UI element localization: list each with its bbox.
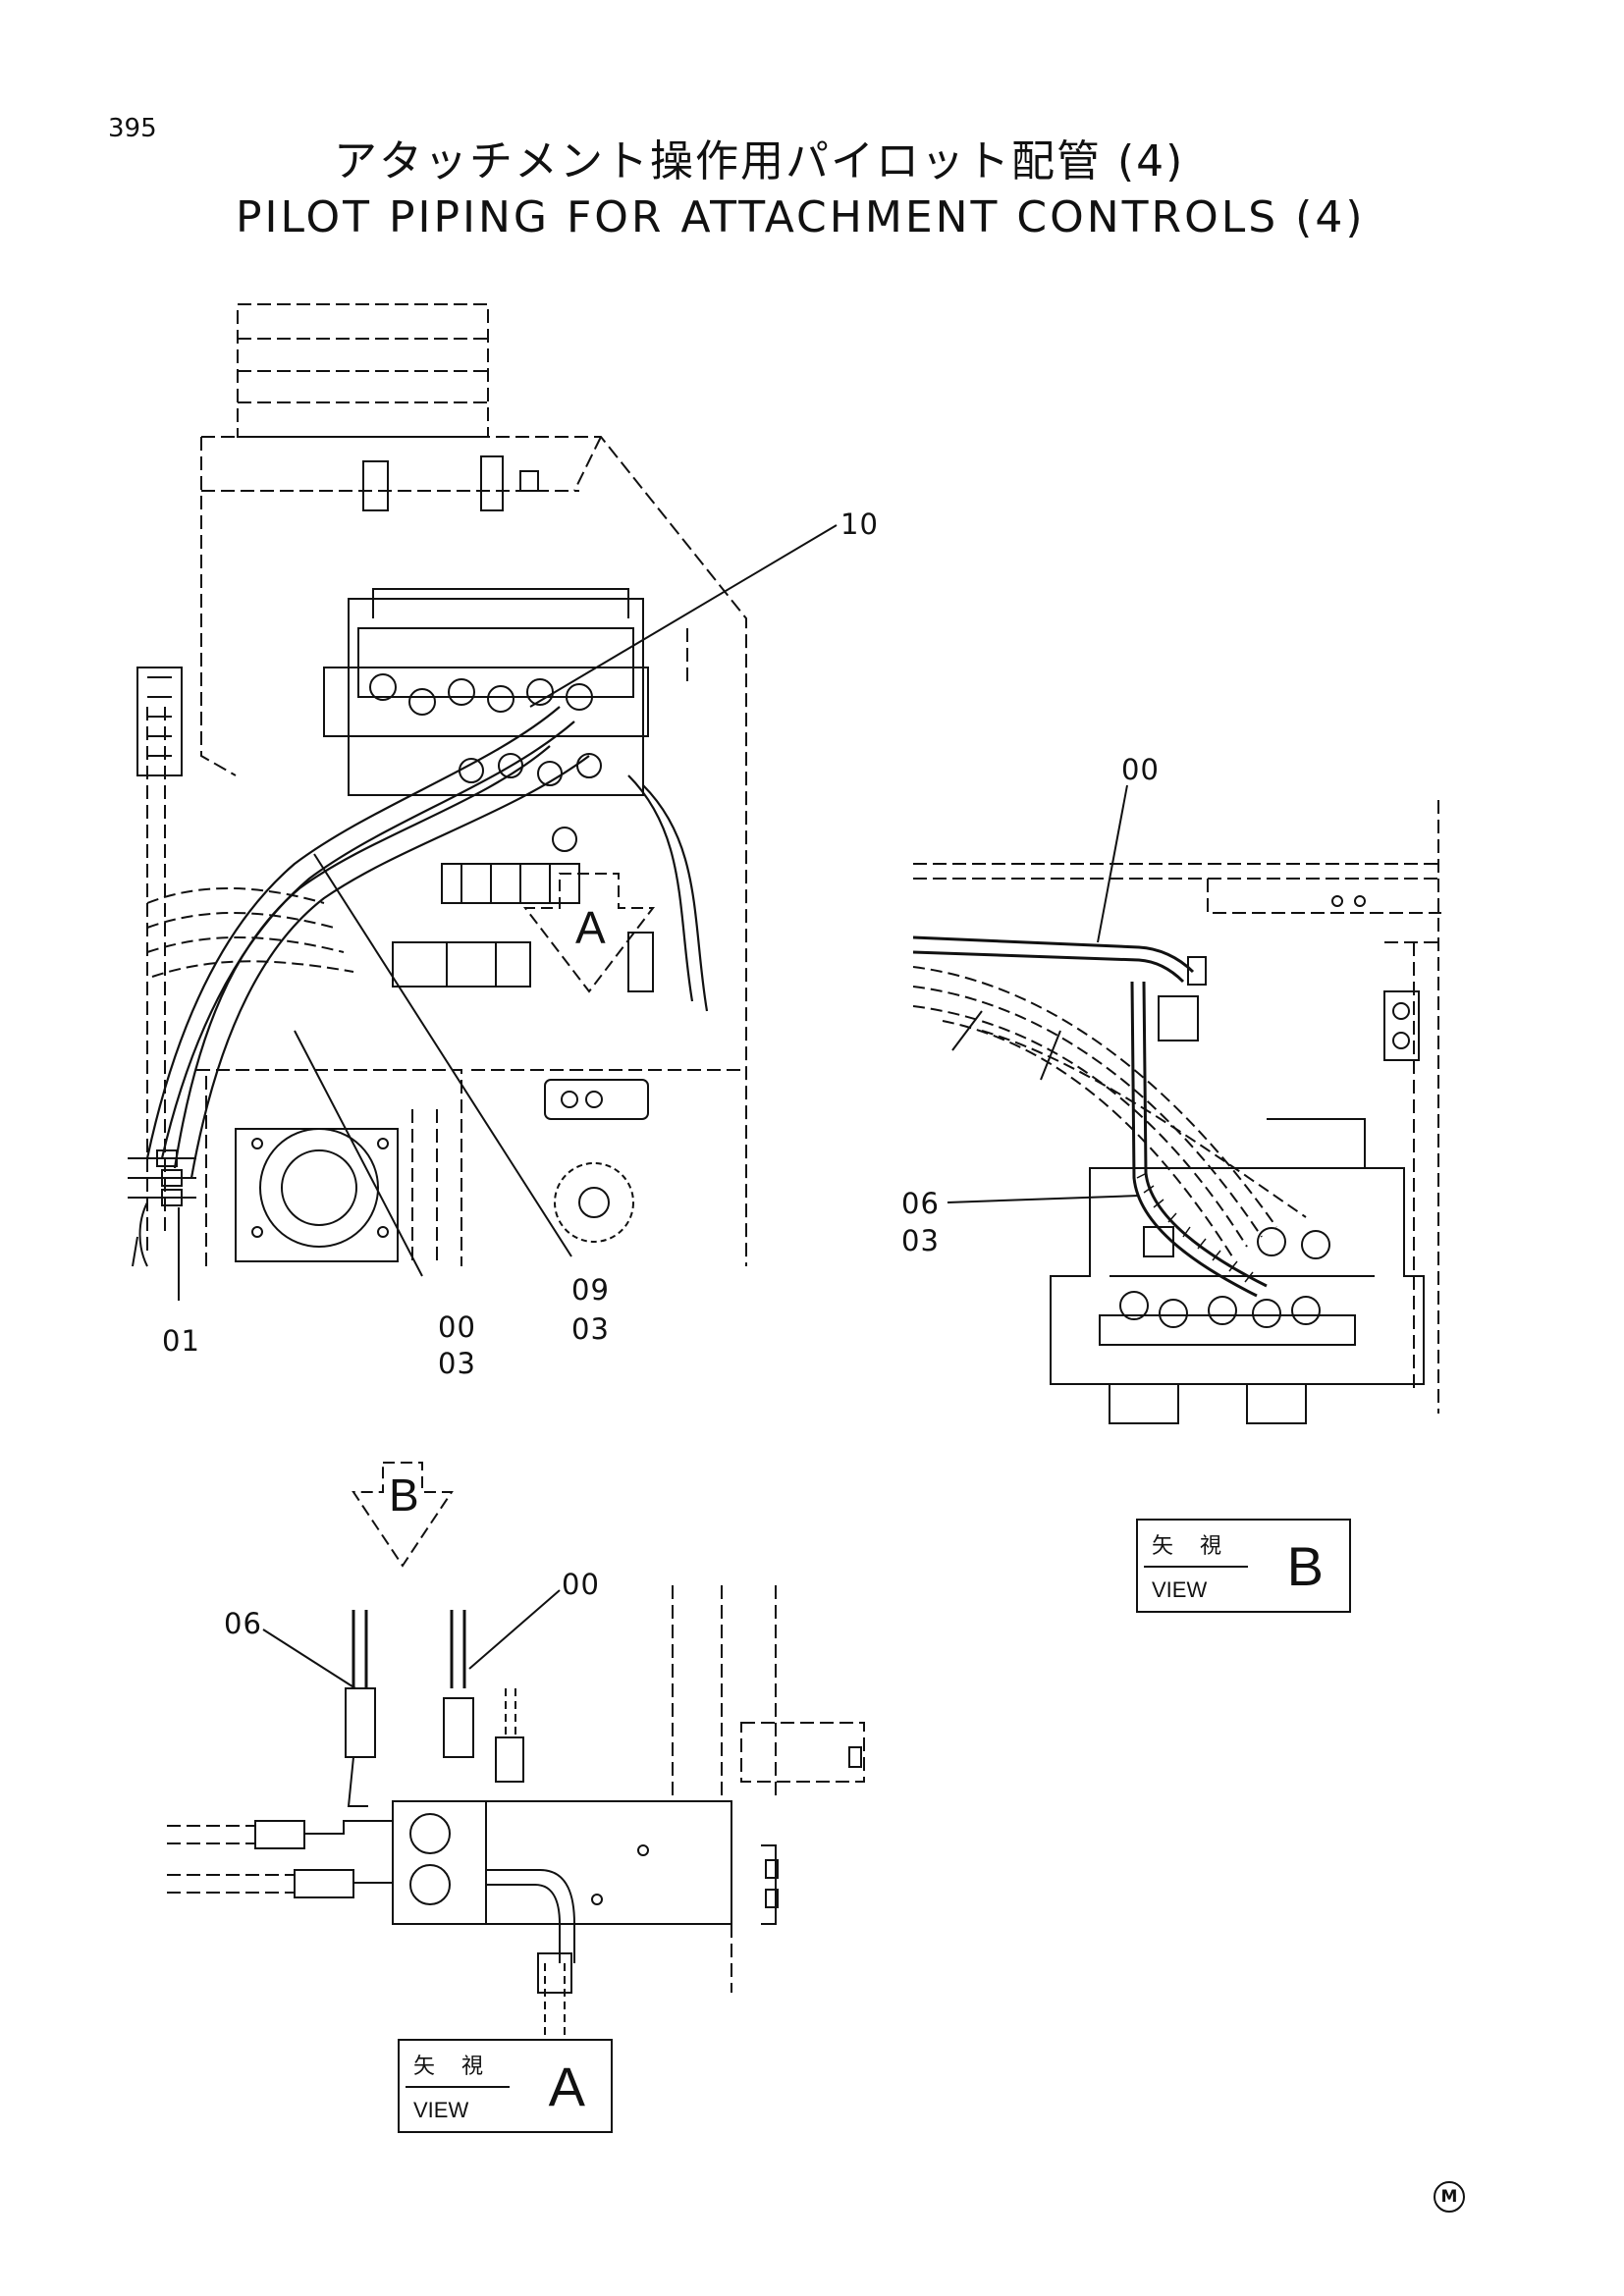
page-title-japanese: アタッチメント操作用パイロット配管 (4): [334, 136, 1185, 187]
view-label-japanese: 矢 視: [1152, 1534, 1231, 1559]
view-label-letter: B: [1286, 1535, 1324, 1597]
callout-06: 06: [901, 1187, 940, 1220]
view-b-arrow-label: B: [389, 1469, 419, 1521]
view-b-drawing: [912, 784, 1441, 1424]
view-a-arrow-label: A: [575, 902, 606, 953]
callout-03: 03: [901, 1224, 940, 1257]
view-a-label-box: 矢 視 VIEW A: [398, 2039, 613, 2133]
view-label-divider: [1144, 1566, 1248, 1568]
leader-00-viewa: [468, 1589, 561, 1670]
view-b-label-box: 矢 視 VIEW B: [1136, 1519, 1351, 1613]
leader-10: [529, 524, 838, 708]
callout-03: 03: [438, 1347, 476, 1380]
main-view-drawing: [128, 303, 838, 1301]
leader-09-03: [313, 853, 572, 1257]
callout-03: 03: [571, 1312, 610, 1346]
view-a-arrow: [522, 873, 656, 993]
callout-10: 10: [840, 507, 879, 541]
view-label-english: VIEW: [1152, 1577, 1208, 1602]
page-title-english: PILOT PIPING FOR ATTACHMENT CONTROLS (4): [236, 192, 1366, 242]
leader-00-viewb: [1097, 784, 1128, 943]
view-label-japanese: 矢 視: [413, 2055, 493, 2079]
callout-00: 00: [1121, 753, 1160, 786]
leader-06-viewa: [262, 1629, 356, 1689]
m-mark-symbol: M: [1434, 2181, 1465, 2213]
view-label-divider: [406, 2086, 510, 2088]
view-label-letter: A: [548, 2056, 585, 2117]
callout-00: 00: [562, 1568, 600, 1601]
view-label-english: VIEW: [413, 2098, 469, 2122]
leader-00-03: [294, 1030, 423, 1277]
callout-00: 00: [438, 1310, 476, 1344]
leader-06-03: [947, 1195, 1140, 1203]
callout-01: 01: [162, 1324, 200, 1358]
view-a-drawing: [167, 1462, 865, 2052]
callout-06: 06: [224, 1607, 262, 1640]
page-number: 395: [108, 114, 157, 143]
callout-09: 09: [571, 1273, 610, 1307]
view-b-arrow: [352, 1462, 454, 1568]
